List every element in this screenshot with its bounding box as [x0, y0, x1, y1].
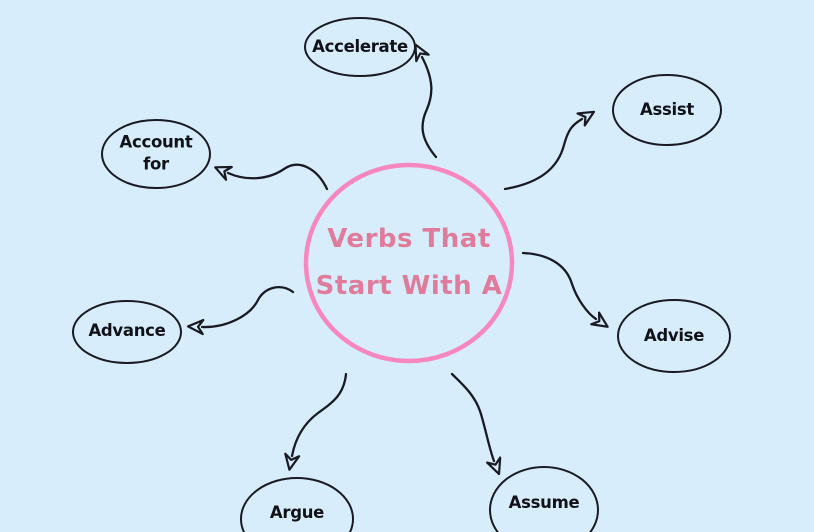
node-ellipse-advance[interactable]	[72, 300, 182, 364]
connector-arrow-account-for	[214, 163, 329, 191]
node-label-account-for[interactable]: Account for	[119, 132, 193, 174]
node-ellipse-assist[interactable]	[612, 74, 722, 146]
connector-arrow-assume	[450, 372, 502, 476]
node-ellipse-assume[interactable]	[489, 466, 599, 532]
connector-arrow-advance	[186, 286, 295, 336]
node-ellipse-advise[interactable]	[617, 299, 731, 373]
node-label-assist[interactable]: Assist	[640, 99, 694, 119]
center-topic-circle[interactable]	[303, 162, 515, 364]
connector-arrow-argue	[284, 372, 348, 471]
connector-arrow-assist	[503, 110, 596, 191]
node-label-advance[interactable]: Advance	[88, 320, 166, 340]
node-label-accelerate[interactable]: Accelerate	[312, 36, 408, 56]
center-topic-line2: Start With A	[315, 271, 503, 301]
center-topic-label[interactable]: Verbs That Start With A	[316, 216, 503, 310]
node-ellipse-argue[interactable]	[240, 477, 354, 532]
node-label-argue[interactable]: Argue	[269, 502, 325, 522]
connector-arrow-accelerate	[414, 43, 438, 159]
node-label-advise[interactable]: Advise	[643, 325, 705, 345]
connector-arrow-advise	[521, 251, 609, 328]
node-label-assume[interactable]: Assume	[508, 492, 580, 512]
node-ellipse-accelerate[interactable]	[304, 17, 416, 77]
center-topic-line1: Verbs That	[327, 224, 491, 254]
node-ellipse-account-for[interactable]	[101, 119, 211, 189]
